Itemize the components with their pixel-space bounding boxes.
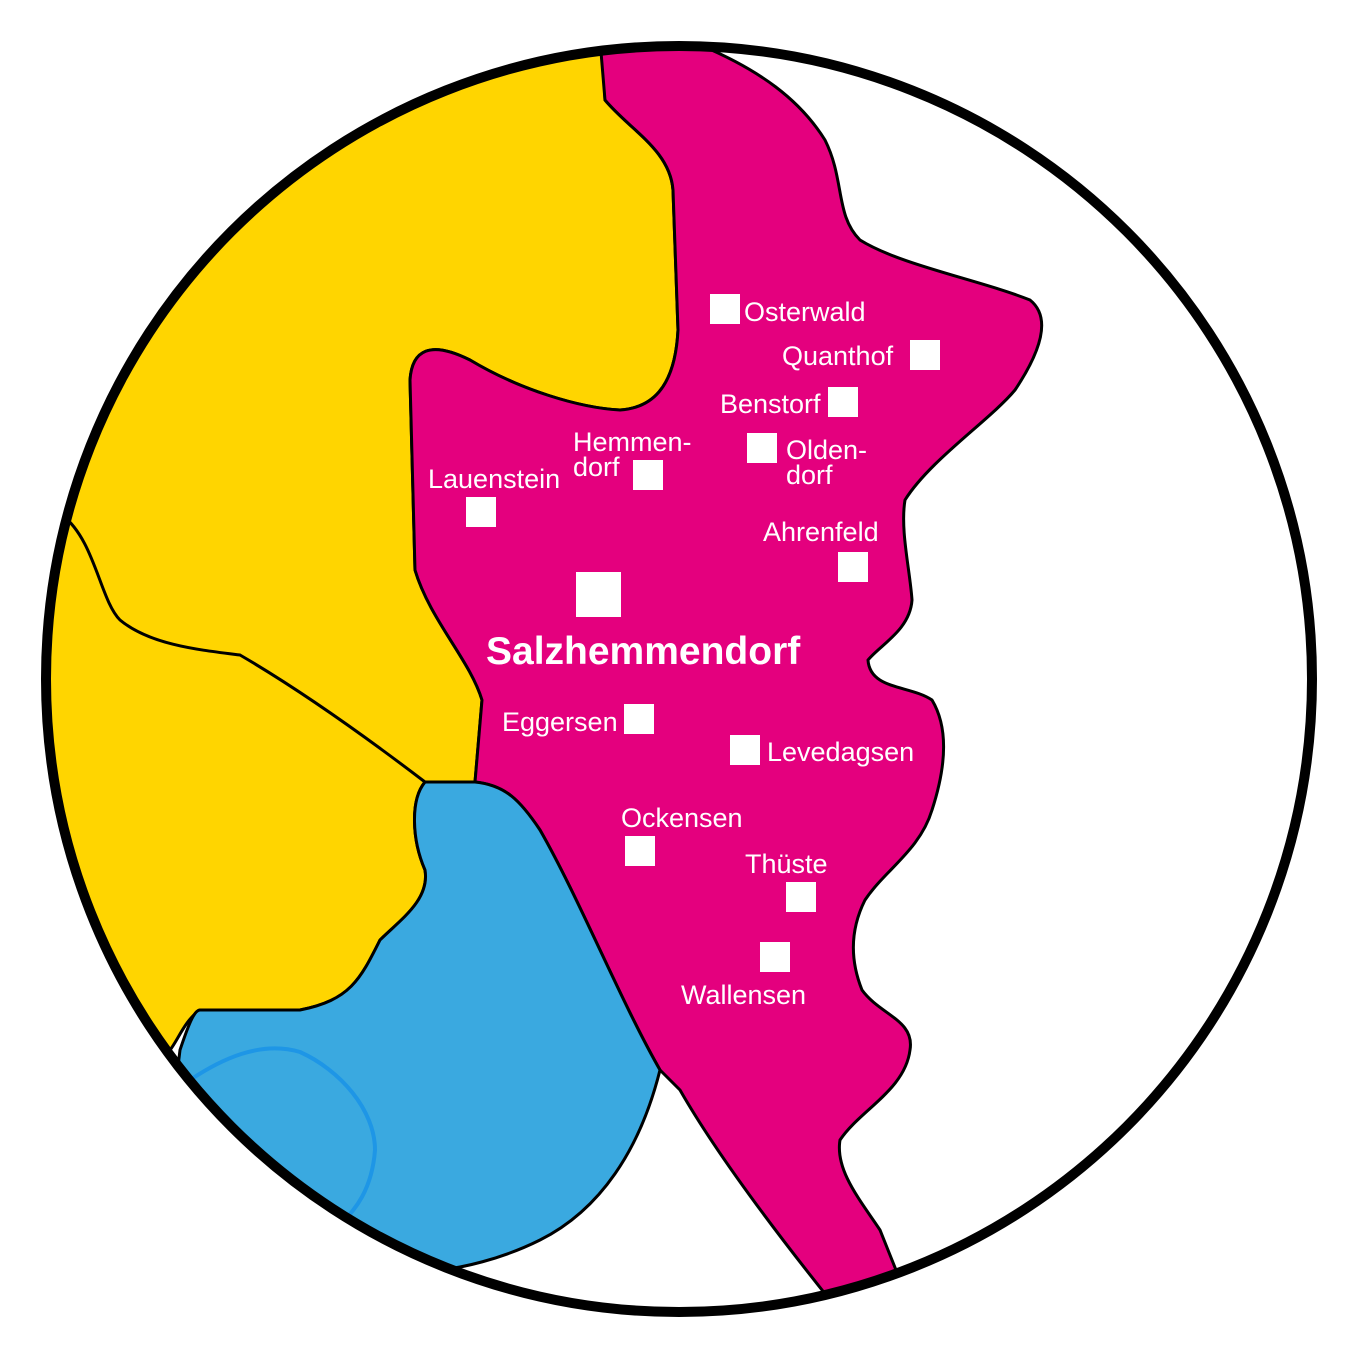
benstorf-marker[interactable]: [828, 387, 858, 417]
magenta-region: [408, 46, 1044, 1302]
levedagsen-label[interactable]: Levedagsen: [767, 737, 914, 767]
levedagsen-marker[interactable]: [730, 735, 760, 765]
town-labels: Osterwald Quanthof Benstorf Hemmen- dorf…: [428, 297, 914, 1010]
wallensen-marker[interactable]: [760, 942, 790, 972]
hemmendorf-label-line1[interactable]: Hemmen-: [573, 427, 692, 457]
osterwald-marker[interactable]: [710, 294, 740, 324]
lauenstein-marker[interactable]: [466, 497, 496, 527]
wallensen-label[interactable]: Wallensen: [681, 980, 806, 1010]
ockensen-label[interactable]: Ockensen: [621, 803, 743, 833]
oldendorf-label-line1[interactable]: Olden-: [786, 435, 867, 465]
river-line: [188, 1046, 378, 1227]
benstorf-label[interactable]: Benstorf: [720, 389, 821, 419]
thueste-marker[interactable]: [786, 882, 816, 912]
lauenstein-label[interactable]: Lauenstein: [428, 464, 560, 494]
hemmendorf-label-line2[interactable]: dorf: [573, 452, 620, 482]
map-frame-circle: [41, 41, 1317, 1317]
quanthof-marker[interactable]: [910, 340, 940, 370]
oldendorf-marker[interactable]: [747, 433, 777, 463]
eggersen-marker[interactable]: [624, 704, 654, 734]
oldendorf-label-line2[interactable]: dorf: [786, 460, 833, 490]
quanthof-label[interactable]: Quanthof: [782, 341, 894, 371]
yellow-inner-border-1: [61, 513, 426, 784]
salzhemmendorf-marker[interactable]: [576, 572, 621, 617]
hemmendorf-marker[interactable]: [633, 460, 663, 490]
eggersen-label[interactable]: Eggersen: [502, 707, 618, 737]
ockensen-marker[interactable]: [625, 836, 655, 866]
salzhemmendorf-label[interactable]: Salzhemmendorf: [486, 630, 801, 673]
town-markers: [466, 294, 940, 972]
thueste-label[interactable]: Thüste: [745, 849, 828, 879]
ahrenfeld-label[interactable]: Ahrenfeld: [763, 517, 879, 547]
osterwald-label[interactable]: Osterwald: [744, 297, 866, 327]
ahrenfeld-marker[interactable]: [838, 552, 868, 582]
